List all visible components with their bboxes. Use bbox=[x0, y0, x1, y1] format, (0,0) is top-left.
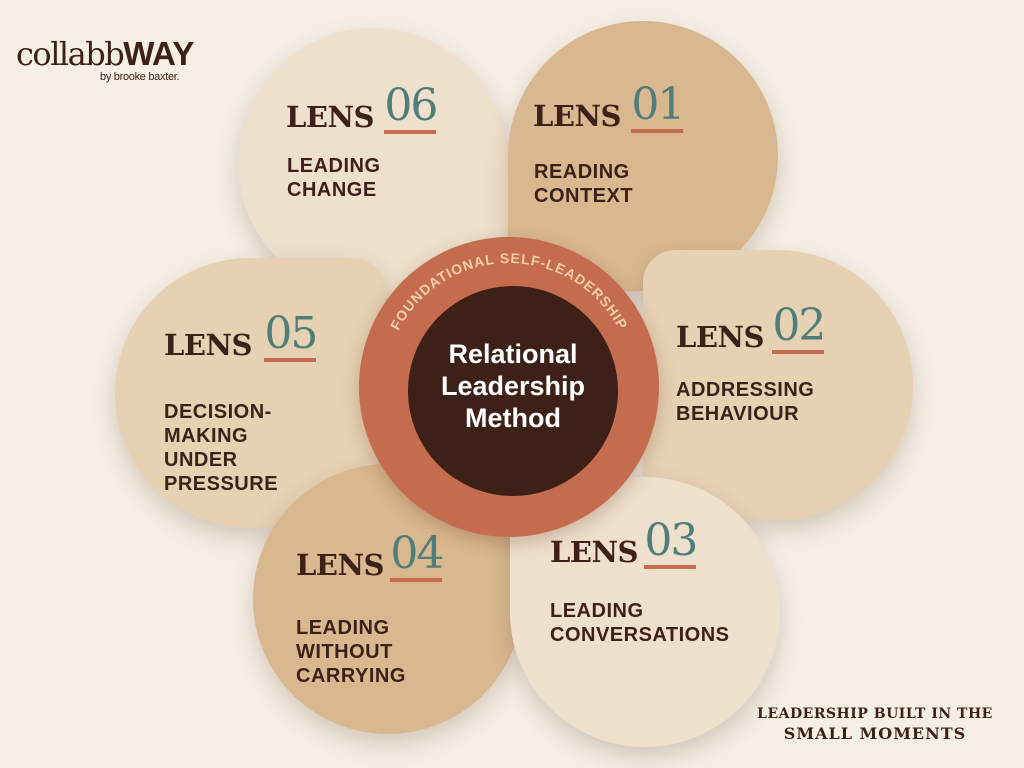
lens-heading: LENS 06 bbox=[286, 84, 438, 134]
lens-title: LEADING WITHOUT CARRYING bbox=[296, 617, 406, 687]
lens-number: 06 bbox=[384, 84, 438, 134]
brand-name-bold: WAY bbox=[123, 35, 194, 72]
lens-number: 05 bbox=[264, 312, 318, 362]
lens-title: ADDRESSING BEHAVIOUR bbox=[676, 379, 815, 425]
lens-number: 01 bbox=[631, 83, 685, 133]
lens-title: DECISION- MAKING UNDER PRESSURE bbox=[164, 401, 279, 495]
lens-word: LENS bbox=[533, 99, 621, 133]
lens-word: LENS bbox=[164, 328, 252, 362]
lens-word: LENS bbox=[296, 548, 384, 582]
lens-heading: LENS 05 bbox=[164, 312, 318, 362]
lens-heading: LENS 01 bbox=[533, 83, 685, 133]
lens-number: 03 bbox=[644, 519, 698, 569]
lens-word: LENS bbox=[676, 320, 764, 354]
center-title: Relational Leadership Method bbox=[440, 339, 586, 433]
petal-shape bbox=[643, 250, 913, 520]
lens-title: READING CONTEXT bbox=[534, 161, 634, 207]
lens-heading: LENS 02 bbox=[676, 304, 826, 354]
lens-heading: LENS 03 bbox=[550, 519, 698, 569]
lens-number: 04 bbox=[390, 532, 444, 582]
brand-byline: by brooke baxter. bbox=[100, 71, 180, 83]
petal-lens-02: LENS 02 ADDRESSING BEHAVIOUR bbox=[643, 250, 913, 520]
tagline: LEADERSHIP BUILT IN THE SMALL MOMENTS bbox=[740, 706, 1010, 743]
tagline-line-1: LEADERSHIP BUILT IN THE bbox=[757, 706, 993, 722]
center-circle bbox=[408, 286, 618, 496]
brand-logo: collabbWAY by brooke baxter. bbox=[16, 35, 194, 83]
lens-word: LENS bbox=[286, 100, 374, 134]
lens-title: LEADING CHANGE bbox=[287, 155, 381, 201]
lens-word: LENS bbox=[550, 535, 638, 569]
brand-wordmark: collabbWAY bbox=[16, 35, 194, 73]
lens-number: 02 bbox=[772, 304, 826, 354]
lens-title: LEADING CONVERSATIONS bbox=[550, 600, 730, 646]
tagline-line-2: SMALL MOMENTS bbox=[783, 724, 967, 743]
lens-heading: LENS 04 bbox=[296, 532, 444, 582]
brand-name-light: collabb bbox=[16, 35, 125, 73]
petal-lens-06: LENS 06 LEADING CHANGE bbox=[238, 28, 508, 298]
